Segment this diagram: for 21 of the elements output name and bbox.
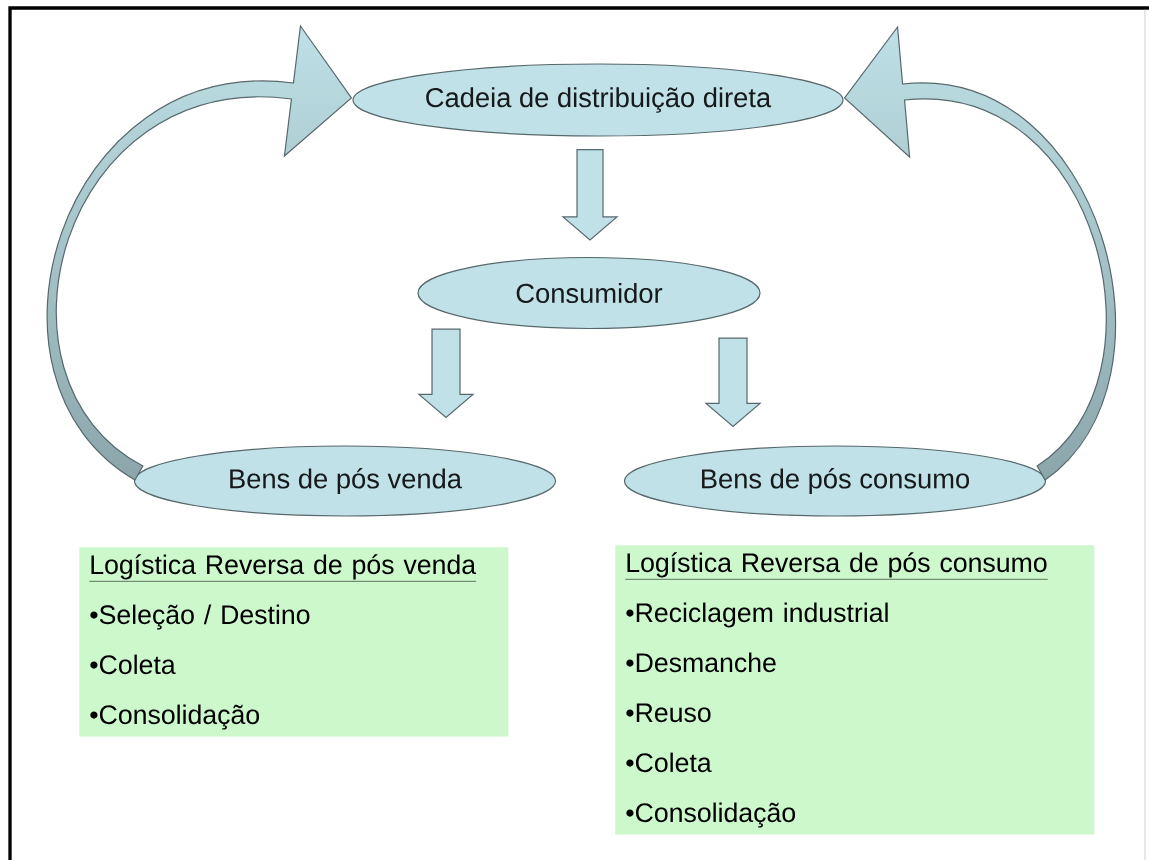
curved-arrow [844,26,1117,481]
list-item: •Reuso [626,703,711,723]
list-item: •Consolidação [90,704,260,730]
list-item: •Desmanche [626,652,776,673]
block-arrow [704,337,762,428]
oval: Cadeia de distribuição direta [352,63,844,137]
oval: Bens de pós venda [133,445,557,517]
block-arrow [417,328,475,419]
panel-heading: Logística Reversa de pós venda [89,554,477,582]
list-item: •Reciclagem industrial [626,602,888,628]
text-panel [615,545,1095,835]
list-item: •Coleta [90,654,176,675]
list-item: •Seleção / Destino [90,604,310,630]
curved-arrow [46,25,353,481]
text-panel [79,547,509,737]
list-item: •Coleta [626,752,712,773]
panel-heading: Logística Reversa de pós consumo [625,552,1048,580]
oval: Bens de pós consumo [623,445,1047,517]
list-item: •Consolidação [626,802,796,828]
block-arrow [561,149,619,241]
oval: Consumidor [417,256,761,330]
